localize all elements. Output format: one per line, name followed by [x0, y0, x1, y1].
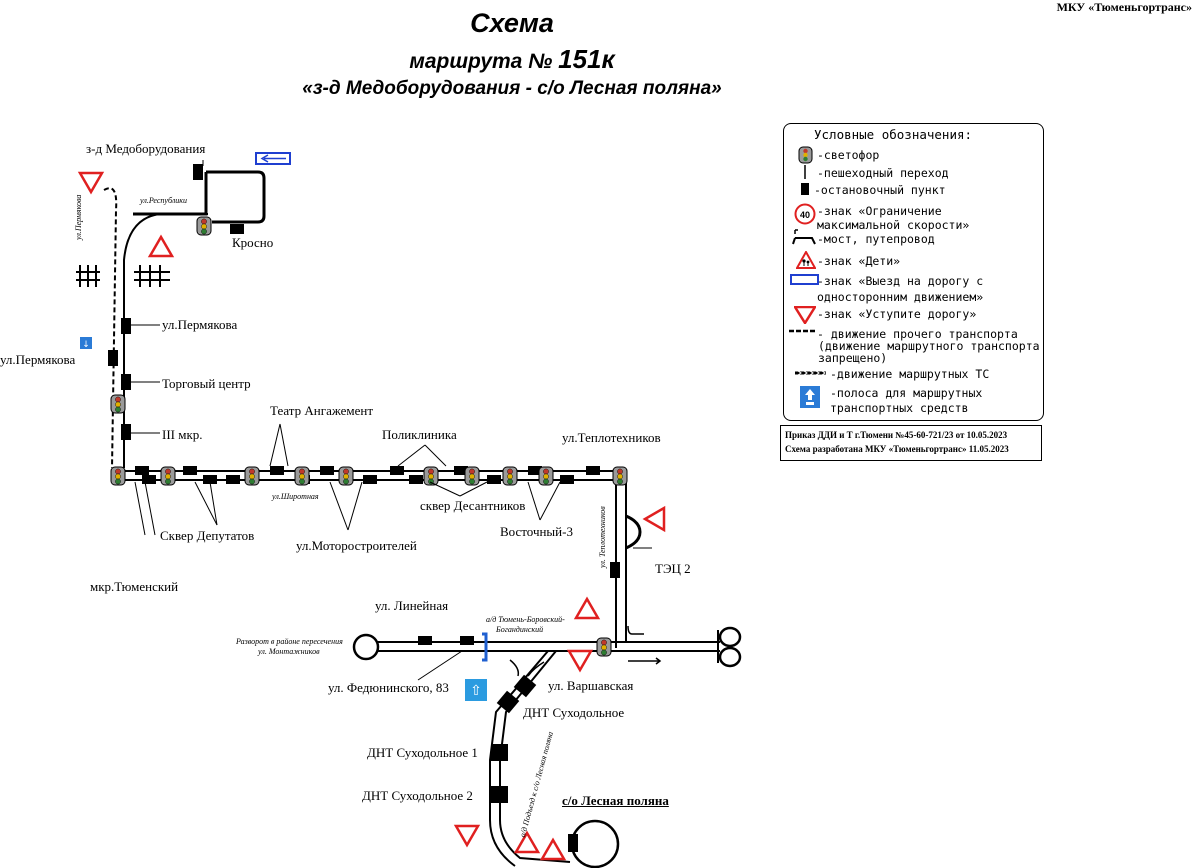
order-line-1: Приказ ДДИ и Т г.Тюмени №45-60-721/23 от…: [785, 430, 1008, 440]
street-permyakova-vertical: ул.Пермякова: [74, 194, 83, 240]
legend-traffic-light: -светофор: [817, 148, 880, 162]
stop-lineynaya: ул. Линейная: [375, 598, 449, 613]
svg-text:⇧: ⇧: [470, 683, 482, 699]
order-note: Приказ ДДИ и Т г.Тюмени №45-60-721/23 от…: [780, 425, 1042, 461]
dashed-line-icon: [789, 329, 815, 333]
stop-medoborud: з-д Медоборудования: [86, 141, 206, 156]
railway-left: [76, 265, 100, 287]
stop-skver-deputatov: Сквер Депутатов: [160, 528, 255, 543]
street-tyumen-borovsk-1: а/д Тюмень-Боровский-: [486, 615, 565, 624]
stop-vostochny: Восточный-3: [500, 524, 573, 539]
terminal-loop: [570, 819, 620, 868]
one-way-sign-icon: [790, 274, 819, 285]
organization-name: МКУ «Тюменьгортранс»: [1056, 0, 1192, 14]
legend-title: Условные обозначения:: [814, 127, 973, 142]
legend-stop: -остановочный пункт: [814, 183, 946, 197]
legend-crosswalk: -пешеходный переход: [817, 166, 949, 180]
route-number-line: маршрута № 151к: [192, 44, 832, 75]
legend-speed-limit-2: максимальной скорости»: [817, 218, 970, 232]
svg-text:↓: ↓: [82, 340, 90, 350]
street-shirotnaya: ул.Широтная: [272, 492, 319, 501]
road-permyakova-dashed: [103, 187, 118, 469]
turnaround-right: [718, 626, 742, 668]
stop-tec: ТЭЦ 2: [655, 561, 691, 576]
tec-bay: [625, 514, 642, 550]
crosswalk-icon: [804, 165, 806, 179]
legend-children: -знак «Дети»: [817, 254, 901, 268]
legend-other-traffic-3: запрещено): [818, 351, 888, 365]
stop-teatr: Театр Ангажемент: [270, 403, 374, 418]
direction-arrows: [509, 625, 662, 677]
legend-route-movement: -движение маршрутных ТС: [830, 367, 990, 381]
route-prefix: маршрута №: [409, 50, 553, 73]
legend-yield: -знак «Уступите дорогу»: [817, 307, 977, 321]
street-tyumen-borovsk-2: Богандинский: [496, 625, 544, 634]
stop-icon: [801, 183, 809, 195]
railway-right: [134, 265, 170, 287]
street-razvorot-2: ул. Монтажников: [258, 647, 320, 656]
stop-permyakova-right: ул.Пермякова: [162, 317, 238, 332]
stop-permyakova-left: ул.Пермякова: [0, 352, 76, 367]
bus-lane-sign-right: ⇧: [465, 679, 487, 701]
legend-other-traffic-1: - движение прочего транспорта: [817, 327, 1018, 341]
route-name: «з-д Медоборудования - с/о Лесная поляна…: [302, 78, 722, 99]
stop-iii: III мкр.: [162, 427, 203, 442]
road-permyakova-curve: [123, 213, 208, 468]
stop-dnt2: ДНТ Суходольное 2: [362, 788, 473, 803]
stop-mkr-tyumensky: мкр.Тюменский: [90, 579, 179, 594]
stop-varshavskaya: ул. Варшавская: [548, 678, 634, 693]
street-razvorot-1: Разворот в районе пересечения: [236, 637, 343, 646]
yield-sign-icon: [794, 306, 816, 324]
stop-dnt: ДНТ Суходольное: [523, 705, 625, 720]
one-way-sign: [255, 152, 291, 165]
street-teplotehnikov-vertical: ул. Теплотехников: [598, 506, 607, 568]
stop-motorostroiteley: ул.Моторостроителей: [296, 538, 417, 553]
bridge-mark: [482, 632, 488, 662]
stops-south: [418, 562, 620, 852]
legend-one-way-1: -знак «Выезд на дорогу с: [817, 274, 984, 288]
stops-shirotnaya: [135, 466, 600, 484]
road-lesnaya: [489, 650, 571, 867]
turnaround-left: [352, 633, 380, 661]
route-number: 151к: [558, 44, 615, 74]
legend-bus-lane-1: -полоса для маршрутных: [830, 386, 983, 400]
street-respubliki: ул.Республики: [140, 196, 188, 205]
bridge-icon: [792, 229, 816, 245]
stop-dnt1: ДНТ Суходольное 1: [367, 745, 478, 760]
route-line-icon: [795, 370, 826, 376]
legend-other-traffic-2: (движение маршрутного транспорта: [818, 339, 1040, 353]
order-line-2: Схема разработана МКУ «Тюменьгортранс» 1…: [785, 444, 1009, 454]
stop-poliklinika: Поликлиника: [382, 427, 457, 442]
children-sign-icon: [796, 251, 816, 269]
stops-permyakova: [108, 164, 244, 440]
stop-skver-desantnikov: сквер Десантников: [420, 498, 526, 513]
legend-speed-limit-1: -знак «Ограничение: [817, 204, 942, 218]
legend-one-way-2: односторонним движением»: [817, 290, 984, 304]
speed-limit-icon: 40: [794, 203, 816, 225]
stop-torg: Торговый центр: [162, 376, 251, 391]
legend-bridge: -мост, путепровод: [817, 232, 935, 246]
stop-teplotehnikov: ул.Теплотехников: [562, 430, 661, 445]
traffic-light-icon: [798, 146, 813, 164]
page-title: Схема: [470, 8, 554, 38]
bus-lane-sign-left: ↓: [80, 337, 92, 350]
legend-box: Условные обозначения: -светофор -пешеход…: [783, 123, 1044, 421]
stop-lesnaya-polyana: с/о Лесная поляна: [562, 793, 669, 808]
bus-lane-icon: [800, 386, 820, 408]
stop-krosno: Кросно: [232, 235, 274, 250]
speed-limit-value: 40: [800, 210, 810, 220]
stop-fedyuninskogo: ул. Федюнинского, 83: [328, 680, 449, 695]
legend-bus-lane-2: транспортных средств: [830, 401, 969, 415]
leader-lines: [131, 160, 652, 681]
depot-loop: [206, 170, 266, 224]
